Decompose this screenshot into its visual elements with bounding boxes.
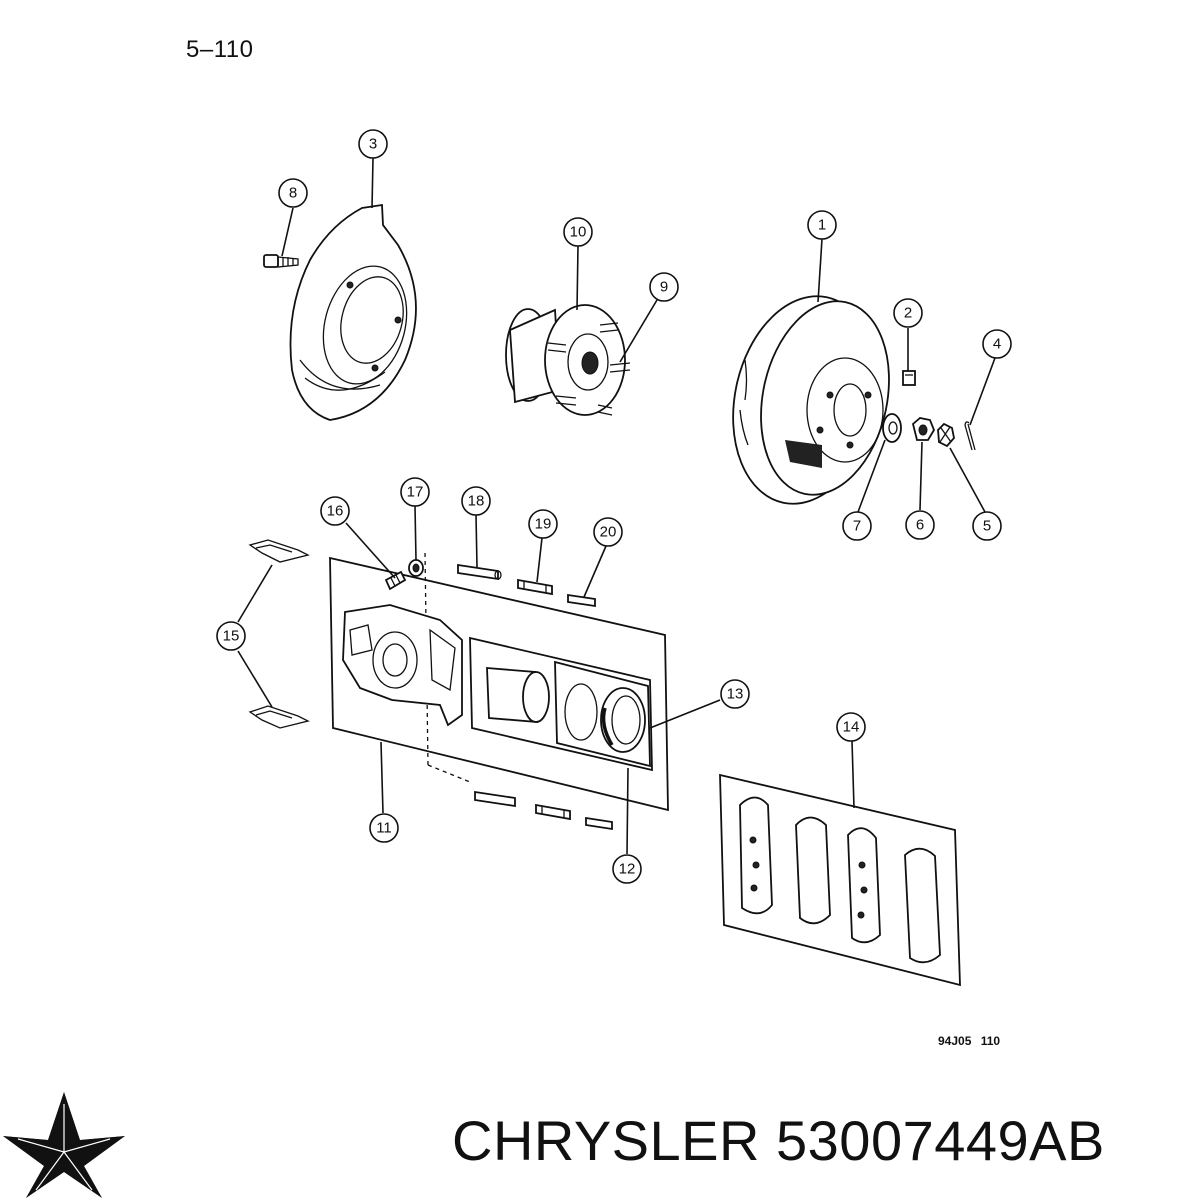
callout-2: 2	[893, 298, 923, 328]
svg-text:18: 18	[468, 493, 485, 510]
cotter-pin-drawing	[964, 421, 976, 451]
anti-rattle-clips-drawing	[248, 539, 310, 729]
svg-text:6: 6	[916, 517, 924, 534]
callout-17: 17	[400, 477, 430, 507]
guide-pin-drawing	[457, 563, 502, 581]
svg-text:11: 11	[376, 820, 392, 837]
pin-bushing-drawing	[517, 578, 553, 596]
svg-text:9: 9	[660, 279, 668, 296]
hub-bearing-drawing	[505, 304, 631, 416]
callout-5: 5	[972, 511, 1002, 541]
nut-retainer-drawing	[902, 370, 916, 386]
bleeder-screw-drawing	[384, 570, 407, 591]
svg-text:2: 2	[904, 305, 912, 322]
svg-text:10: 10	[570, 224, 587, 241]
brake-pad-panel-drawing	[719, 773, 961, 987]
svg-text:4: 4	[993, 336, 1001, 353]
callout-6: 6	[905, 510, 935, 540]
svg-text:16: 16	[327, 503, 344, 520]
splash-shield-drawing	[289, 203, 417, 421]
svg-text:19: 19	[535, 516, 552, 533]
callout-12: 12	[612, 854, 642, 884]
callout-4: 4	[982, 329, 1012, 359]
callout-9: 9	[649, 272, 679, 302]
svg-text:14: 14	[843, 719, 860, 736]
svg-text:12: 12	[619, 861, 636, 878]
callout-18: 18	[461, 486, 491, 516]
pin-sleeve-drawing	[567, 593, 596, 608]
svg-text:1: 1	[818, 217, 826, 234]
callout-15: 15	[216, 621, 246, 651]
svg-text:3: 3	[369, 136, 377, 153]
callout-16: 16	[320, 496, 350, 526]
hub-nut-drawing	[911, 417, 936, 441]
svg-text:13: 13	[727, 686, 744, 703]
callout-14: 14	[836, 712, 866, 742]
callout-1: 1	[807, 210, 837, 240]
svg-text:20: 20	[600, 524, 617, 541]
lower-pins-drawing	[474, 790, 613, 831]
shield-bolt-drawing	[263, 254, 299, 268]
callout-7: 7	[842, 511, 872, 541]
callout-20: 20	[593, 517, 623, 547]
callout-10: 10	[563, 217, 593, 247]
callout-13: 13	[720, 679, 750, 709]
figure-code: 94J05 110	[938, 1034, 1001, 1048]
page-number: 5–110	[186, 36, 254, 63]
callout-19: 19	[528, 509, 558, 539]
brake-rotor-drawing	[732, 295, 890, 505]
bleeder-cap-drawing	[408, 559, 424, 577]
svg-text:7: 7	[853, 518, 861, 535]
svg-text:8: 8	[289, 185, 297, 202]
washer-drawing	[882, 413, 902, 443]
svg-text:17: 17	[407, 484, 424, 501]
leader-lines	[237, 157, 996, 855]
part-number-caption: CHRYSLER 53007449AB	[452, 1109, 1105, 1172]
caliper-panel-drawing	[329, 552, 669, 812]
nut-lock-drawing	[937, 422, 955, 448]
callout-11: 11	[369, 813, 399, 843]
svg-text:15: 15	[223, 628, 240, 645]
chrysler-pentastar-icon	[3, 1092, 125, 1198]
callout-8: 8	[278, 178, 308, 208]
svg-text:5: 5	[983, 518, 991, 535]
callout-3: 3	[358, 129, 388, 159]
